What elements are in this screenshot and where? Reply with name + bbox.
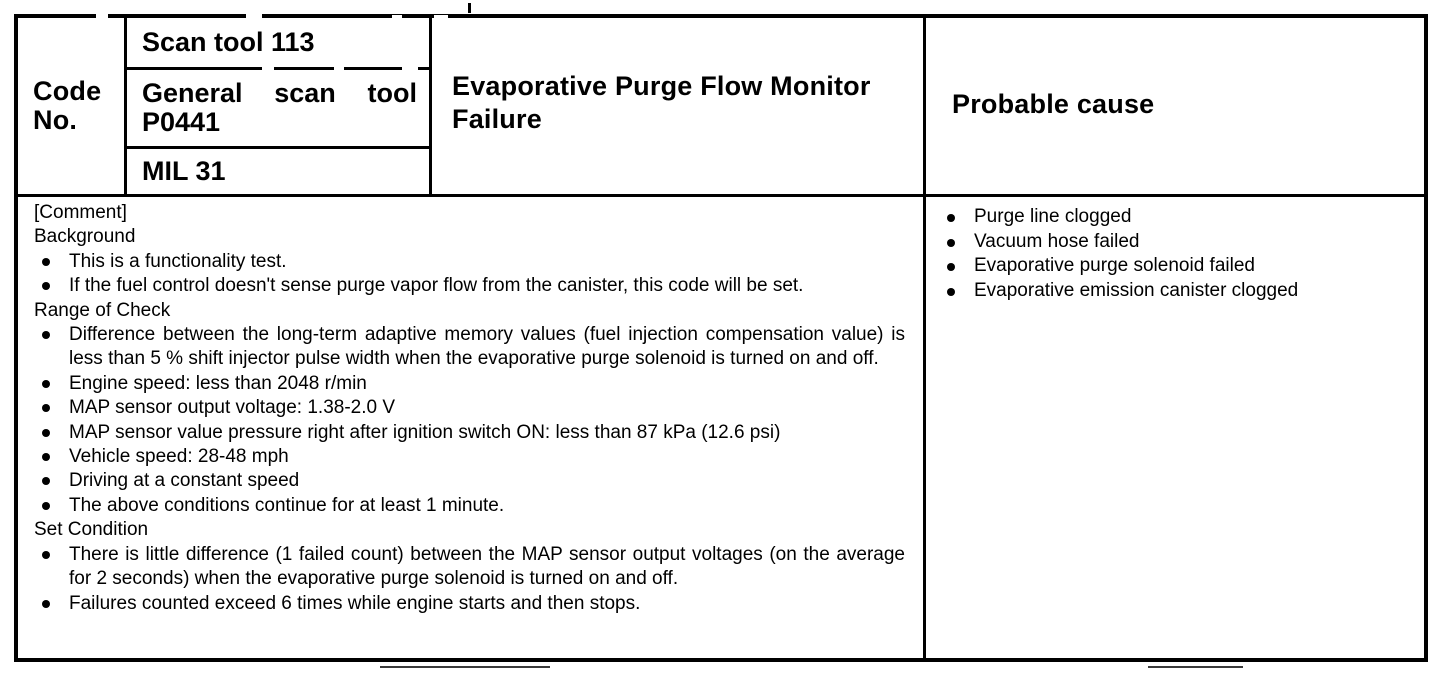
- scan-artifact-border-gap: [96, 14, 108, 18]
- scan-artifact-stray-line: [1148, 666, 1243, 668]
- dtc-table: Code No. Scan tool 113 General scan tool…: [14, 14, 1428, 662]
- section-heading-range-of-check: Range of Check: [34, 299, 171, 321]
- bullet-icon: [947, 238, 955, 247]
- bullet-text: Engine speed: less than 2048 r/min: [69, 372, 367, 394]
- bullet-item: If the fuel control doesn't sense purge …: [34, 274, 905, 298]
- bullet-icon: [42, 477, 50, 486]
- dtc-title: Evaporative Purge Flow Monitor Failure: [452, 71, 871, 134]
- scan-artifact-tick: [468, 3, 471, 13]
- probable-cause-item: Vacuum hose failed: [942, 230, 1414, 255]
- bullet-item: Difference between the long-term adaptiv…: [34, 323, 905, 372]
- bullet-icon: [42, 428, 50, 437]
- bullet-text: Failures counted exceed 6 times while en…: [69, 592, 641, 614]
- general-scan-tool-label: General scan tool P0441: [142, 77, 417, 137]
- bullet-text: Vehicle speed: 28-48 mph: [69, 446, 289, 468]
- comment-cell: [Comment] Background This is a functiona…: [18, 194, 926, 658]
- probable-cause-item: Evaporative emission canister clogged: [942, 279, 1414, 304]
- scan-tool-column: Scan tool 113 General scan tool P0441 MI…: [127, 18, 432, 194]
- bullet-text: This is a functionality test.: [69, 250, 287, 272]
- comment-section-background: Background This is a functionality test.…: [34, 225, 905, 298]
- bullet-icon: [947, 214, 955, 222]
- probable-cause-text: Vacuum hose failed: [974, 230, 1140, 252]
- probable-cause-text: Evaporative emission canister clogged: [974, 279, 1299, 301]
- comment-tag: [Comment]: [34, 202, 127, 223]
- bullet-text: Driving at a constant speed: [69, 470, 300, 492]
- scan-artifact-border-gap: [246, 14, 262, 18]
- bullet-item: There is little difference (1 failed cou…: [34, 543, 905, 592]
- bullet-item: Driving at a constant speed: [34, 469, 905, 493]
- bullet-icon: [42, 331, 50, 340]
- range-of-check-bullet-list: Difference between the long-term adaptiv…: [34, 323, 905, 518]
- scan-artifact-border-gap: [262, 67, 274, 70]
- code-no-label: Code No.: [33, 76, 102, 135]
- comment-section-range-of-check: Range of Check Difference between the lo…: [34, 299, 905, 519]
- bullet-text: MAP sensor value pressure right after ig…: [69, 421, 781, 443]
- probable-cause-header-cell: Probable cause: [926, 18, 1424, 194]
- bullet-text: Difference between the long-term adaptiv…: [69, 324, 905, 370]
- scan-artifact-border-gap: [402, 67, 418, 70]
- bullet-icon: [42, 550, 50, 559]
- probable-cause-list: Purge line clogged Vacuum hose failed Ev…: [942, 205, 1414, 303]
- bullet-text: MAP sensor output voltage: 1.38-2.0 V: [69, 397, 396, 419]
- scan-artifact-border-gap: [434, 15, 448, 18]
- scan-artifact-border-gap: [392, 15, 402, 18]
- bullet-text: There is little difference (1 failed cou…: [69, 543, 905, 590]
- mil-cell: MIL 31: [127, 146, 429, 194]
- section-heading-background: Background: [34, 226, 136, 248]
- mil-label: MIL 31: [142, 155, 226, 186]
- bullet-icon: [42, 282, 50, 291]
- section-heading-set-condition: Set Condition: [34, 519, 149, 541]
- bullet-text: The above conditions continue for at lea…: [69, 494, 505, 516]
- probable-cause-heading: Probable cause: [952, 88, 1155, 119]
- bullet-icon: [42, 404, 50, 413]
- bullet-item: Vehicle speed: 28-48 mph: [34, 445, 905, 469]
- bullet-icon: [42, 501, 50, 510]
- bullet-icon: [947, 263, 955, 272]
- bullet-item: Engine speed: less than 2048 r/min: [34, 372, 905, 396]
- scan-tool-label: Scan tool 113: [142, 26, 315, 57]
- comment-section-set-condition: Set Condition There is little difference…: [34, 518, 905, 616]
- background-bullet-list: This is a functionality test. If the fue…: [34, 250, 905, 299]
- code-no-header-cell: Code No.: [18, 18, 127, 194]
- bullet-icon: [42, 599, 50, 608]
- bullet-item: The above conditions continue for at lea…: [34, 494, 905, 518]
- general-scan-tool-cell: General scan tool P0441: [127, 67, 429, 146]
- probable-cause-text: Evaporative purge solenoid failed: [974, 255, 1255, 277]
- dtc-title-cell: Evaporative Purge Flow Monitor Failure: [432, 18, 926, 194]
- bullet-icon: [42, 257, 50, 266]
- probable-cause-item: Evaporative purge solenoid failed: [942, 254, 1414, 279]
- set-condition-bullet-list: There is little difference (1 failed cou…: [34, 543, 905, 616]
- bullet-item: MAP sensor value pressure right after ig…: [34, 421, 905, 445]
- bullet-icon: [947, 287, 955, 296]
- probable-cause-cell: Purge line clogged Vacuum hose failed Ev…: [926, 194, 1424, 658]
- probable-cause-text: Purge line clogged: [974, 206, 1132, 227]
- bullet-icon: [42, 379, 50, 388]
- scan-tool-cell: Scan tool 113: [127, 18, 429, 67]
- probable-cause-item: Purge line clogged: [942, 205, 1414, 230]
- bullet-text: If the fuel control doesn't sense purge …: [69, 275, 804, 297]
- scan-artifact-border-gap: [334, 67, 344, 70]
- bullet-item: MAP sensor output voltage: 1.38-2.0 V: [34, 396, 905, 420]
- bullet-item: This is a functionality test.: [34, 250, 905, 274]
- bullet-item: Failures counted exceed 6 times while en…: [34, 592, 905, 616]
- scan-artifact-stray-line: [380, 666, 550, 668]
- bullet-icon: [42, 453, 50, 462]
